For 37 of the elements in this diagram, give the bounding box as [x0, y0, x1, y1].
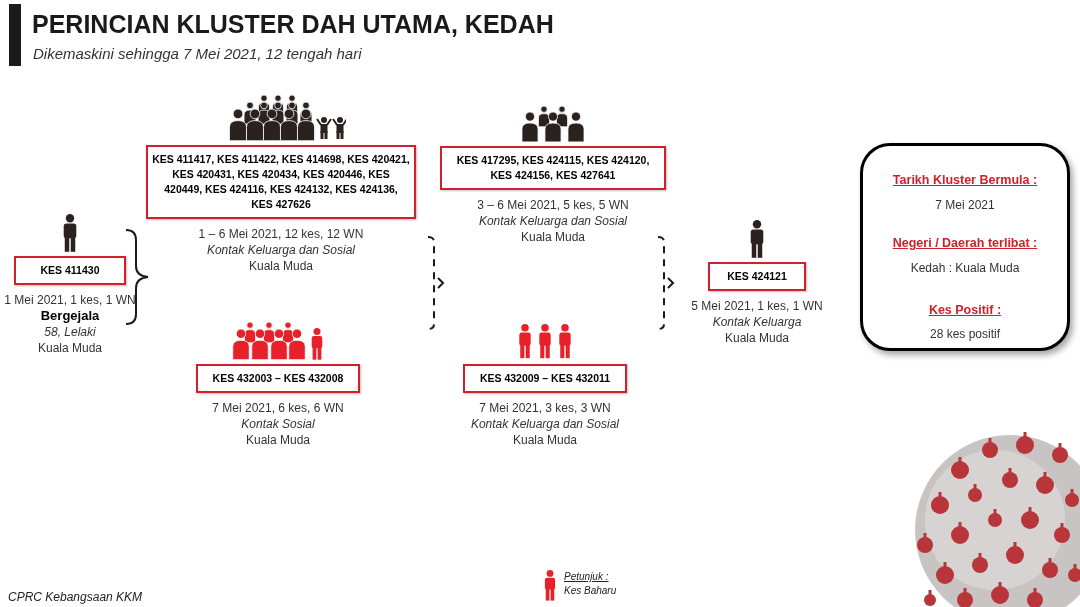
case-detail-text: Kontak Keluarga dan Sosial — [206, 242, 356, 258]
case-detail-text: Kuala Muda — [512, 432, 577, 448]
case-detail-text: Kuala Muda — [248, 258, 313, 274]
legend-heading: Petunjuk : — [564, 570, 610, 584]
subtitle: Dikemaskini sehingga 7 Mei 2021, 12 tengah hari — [33, 44, 362, 64]
case-detail-text: 1 Mei 2021, 1 kes, 1 WN — [4, 292, 136, 308]
case-id-box: KES 424121 — [708, 262, 806, 291]
case-detail-text: Bergejala — [40, 308, 100, 324]
source-note: CPRC Kebangsaan KKM — [8, 589, 143, 606]
case-detail-text: 3 – 6 Mei 2021, 5 kes, 5 WN — [477, 197, 629, 213]
panel-value: 28 kes positif — [929, 326, 1000, 344]
case-detail-text: 1 – 6 Mei 2021, 12 kes, 12 WN — [198, 226, 364, 242]
case-detail-text: Kuala Muda — [724, 330, 789, 346]
case-detail-text: Kuala Muda — [37, 340, 102, 356]
case-detail-text: 7 Mei 2021, 3 kes, 3 WN — [479, 400, 611, 416]
case-detail-text: 7 Mei 2021, 6 kes, 6 WN — [212, 400, 344, 416]
panel-value: Kedah : Kuala Muda — [910, 259, 1020, 277]
case-detail-text: 5 Mei 2021, 1 kes, 1 WN — [691, 298, 823, 314]
case-detail-text: Kontak Keluarga dan Sosial — [470, 416, 620, 432]
summary-panel — [860, 143, 1070, 351]
title: PERINCIAN KLUSTER DAH UTAMA, KEDAH — [32, 9, 554, 40]
case-id-box: KES 411417, KES 411422, KES 414698, KES 420421, KES 420431, KES 420434, KES 420446, KES 420449, KES 424116, KES 424132, KES 424136, KES 427626 — [146, 145, 416, 219]
panel-heading: Kes Positif : — [928, 301, 1002, 319]
panel-heading: Tarikh Kluster Bermula : — [892, 172, 1038, 189]
case-detail-text: Kuala Muda — [520, 229, 585, 245]
case-detail-text: Kontak Sosial — [241, 416, 315, 432]
case-detail-text: Kontak Keluarga — [712, 314, 802, 330]
legend-text: Kes Baharu — [564, 584, 617, 598]
case-id-box: KES 411430 — [14, 256, 126, 285]
panel-heading: Negeri / Daerah terlibat : — [892, 234, 1038, 252]
case-detail-text: Kuala Muda — [245, 432, 310, 448]
case-id-box: KES 417295, KES 424115, KES 424120, KES 424156, KES 427641 — [440, 146, 666, 190]
case-id-box: KES 432003 – KES 432008 — [196, 364, 360, 393]
case-id-box: KES 432009 – KES 432011 — [463, 364, 627, 393]
case-detail-text: 58, Lelaki — [44, 324, 96, 340]
panel-value: 7 Mei 2021 — [935, 196, 995, 214]
case-detail-text: Kontak Keluarga dan Sosial — [478, 213, 628, 229]
